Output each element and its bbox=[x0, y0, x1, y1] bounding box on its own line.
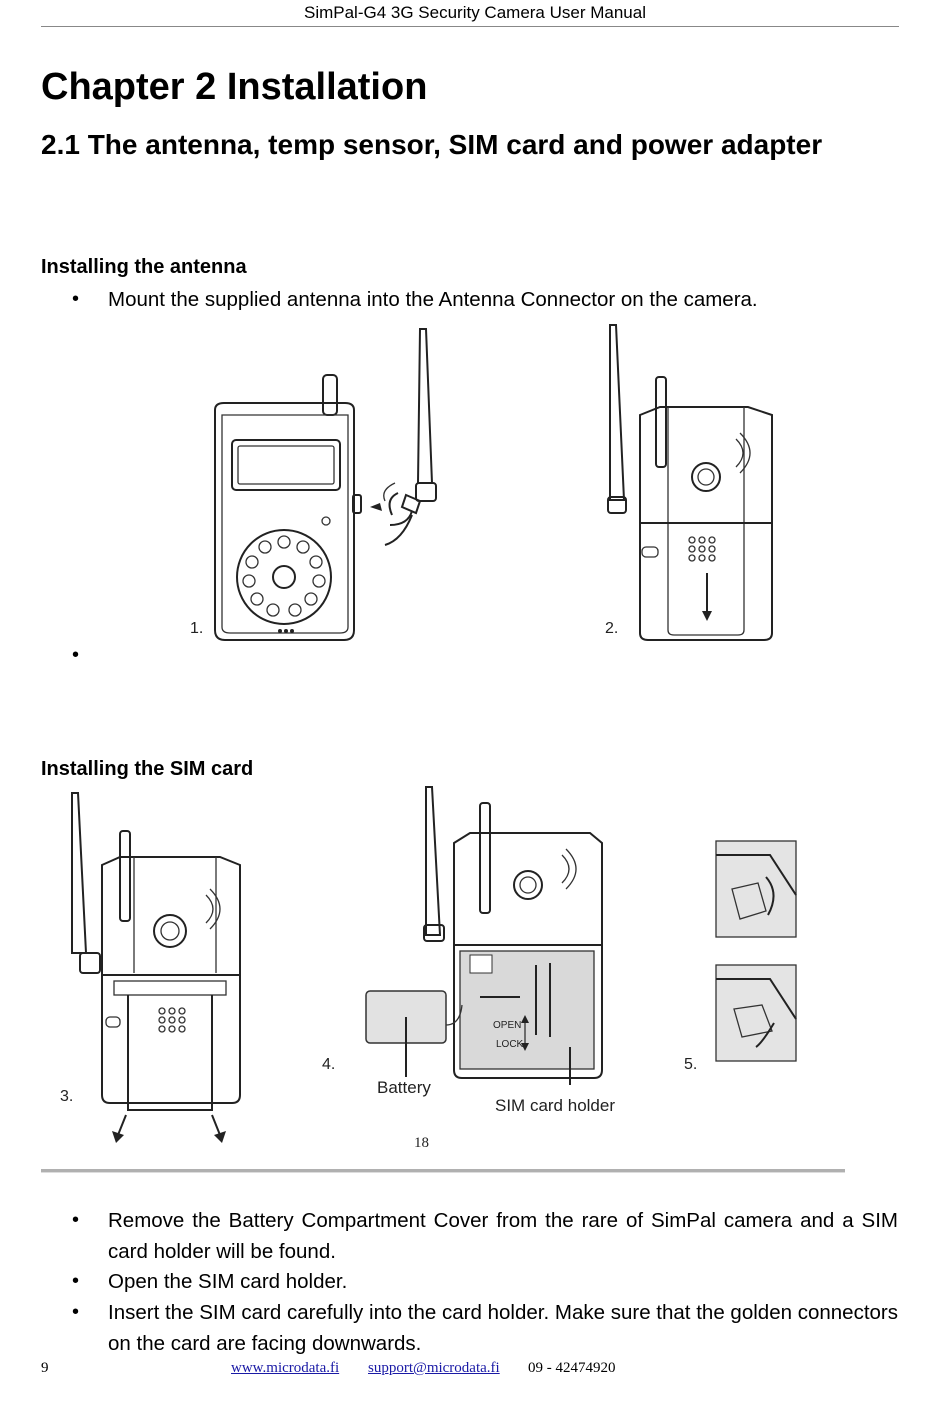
camera-cover-removal-illustration bbox=[71, 792, 241, 1143]
open-label: OPEN bbox=[493, 1020, 521, 1031]
bullet-icon: • bbox=[72, 644, 80, 666]
running-header: SimPal-G4 3G Security Camera User Manual bbox=[303, 3, 646, 22]
camera-battery-illustration: OPEN LOCK bbox=[365, 786, 603, 1085]
figure-divider bbox=[41, 1169, 845, 1173]
antenna-instruction: Mount the supplied antenna into the Ante… bbox=[108, 288, 758, 311]
sim-instruction-1: Remove the Battery Compartment Cover fro… bbox=[108, 1209, 898, 1263]
bullet-icon: • bbox=[72, 1301, 80, 1323]
step-1-label: 1. bbox=[190, 620, 203, 637]
website-link[interactable]: www.microdata.fi bbox=[231, 1360, 340, 1376]
bullet-icon: • bbox=[72, 1209, 80, 1231]
antenna-illustration bbox=[370, 328, 437, 546]
header-rule bbox=[41, 26, 899, 27]
camera-back-illustration bbox=[607, 324, 773, 641]
antenna-heading: Installing the antenna bbox=[41, 256, 247, 278]
phone-number: 09 - 42474920 bbox=[528, 1360, 616, 1376]
antenna-figure: 1. 2. 17 bbox=[180, 315, 800, 645]
bullet-icon: • bbox=[72, 288, 80, 310]
battery-label: Battery bbox=[377, 1078, 431, 1097]
step-3-label: 3. bbox=[60, 1088, 73, 1105]
step-4-label: 4. bbox=[322, 1056, 335, 1073]
sim-heading: Installing the SIM card bbox=[41, 758, 254, 780]
figure-18-number: 18 bbox=[414, 1135, 429, 1151]
page-number: 9 bbox=[41, 1360, 49, 1376]
step-5-label: 5. bbox=[684, 1056, 697, 1073]
step-2-label: 2. bbox=[605, 620, 618, 637]
sim-holder-detail-illustration bbox=[715, 840, 797, 1062]
sim-holder-label: SIM card holder bbox=[495, 1096, 615, 1115]
sim-figure: OPEN LOCK 3. 4. 5. Battery SIM card hold… bbox=[50, 785, 810, 1160]
lock-label: LOCK bbox=[496, 1039, 524, 1050]
sim-instruction-3: Insert the SIM card carefully into the c… bbox=[108, 1301, 898, 1355]
camera-front-illustration bbox=[214, 374, 362, 641]
section-title: 2.1 The antenna, temp sensor, SIM card a… bbox=[41, 129, 823, 160]
sim-instruction-2: Open the SIM card holder. bbox=[108, 1270, 348, 1293]
bullet-icon: • bbox=[72, 1270, 80, 1292]
email-link[interactable]: support@microdata.fi bbox=[368, 1360, 500, 1376]
chapter-title: Chapter 2 Installation bbox=[41, 66, 428, 108]
